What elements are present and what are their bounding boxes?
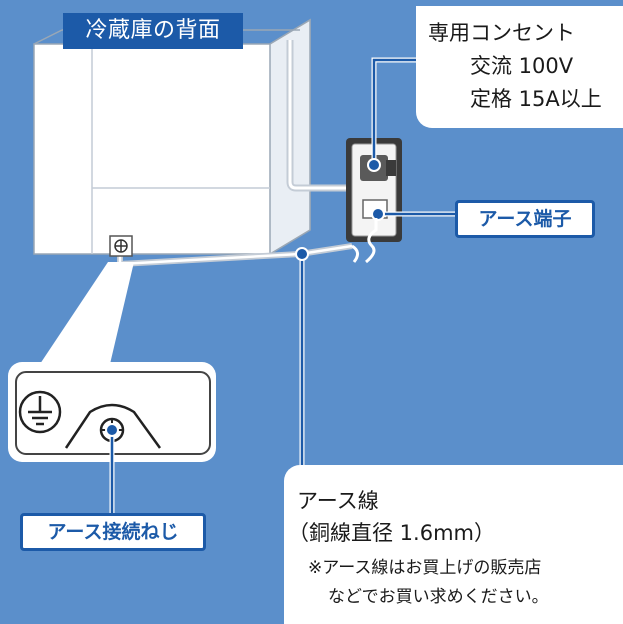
earth-screw-icon: [109, 235, 133, 257]
earth-screw-label: アース接続ねじ: [20, 513, 206, 551]
outlet-callout-line1: 専用コンセント: [428, 21, 575, 45]
diagram-title: 冷蔵庫の背面: [63, 13, 243, 49]
outlet-callout-line3: 定格 15A以上: [470, 87, 602, 111]
earth-wire: [117, 218, 378, 268]
earth-wire-note-2: などでお買い求めください。: [328, 587, 549, 607]
refrigerator-back: [33, 18, 311, 256]
earth-wire-spec: （銅線直径 1.6mm）: [288, 521, 495, 545]
earth-wire-callout: アース線 （銅線直径 1.6mm） ※アース線はお買上げの販売店 などでお買い求…: [284, 465, 623, 624]
earth-wire-note-1: ※アース線はお買上げの販売店: [308, 558, 542, 578]
earth-wire-title: アース線: [297, 489, 379, 513]
earth-terminal-label: アース端子: [455, 200, 595, 238]
outlet-callout: 専用コンセント 交流 100V 定格 15A以上: [416, 6, 623, 128]
ground-symbol-icon: [18, 390, 62, 434]
outlet-callout-line2: 交流 100V: [470, 54, 574, 78]
